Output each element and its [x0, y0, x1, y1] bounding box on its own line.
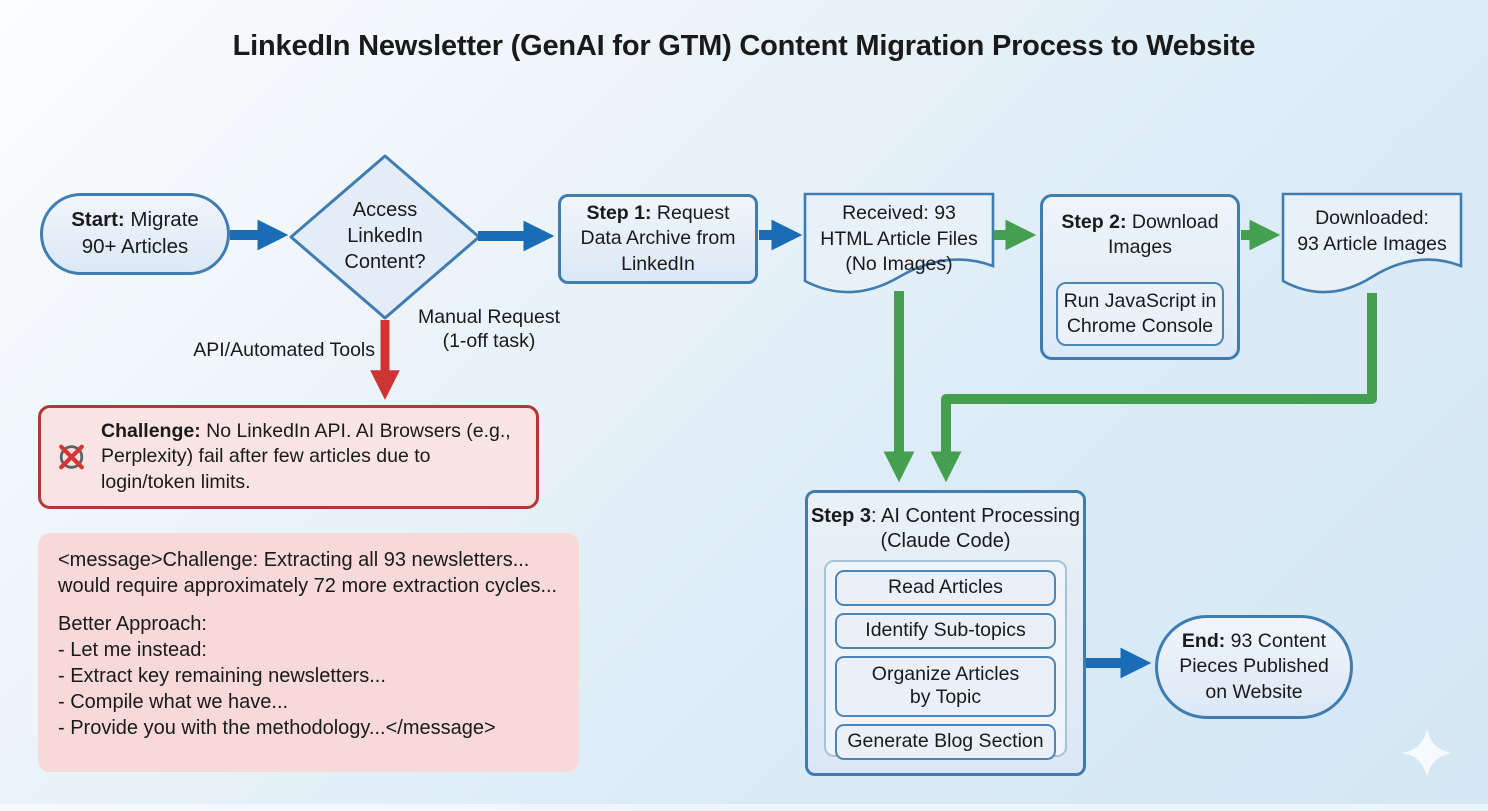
- downloaded-line: Downloaded:: [1315, 207, 1429, 229]
- message-line: - Extract key remaining newsletters...: [58, 665, 386, 687]
- downloaded-document-shape: [1281, 192, 1463, 294]
- edge-label-manual-request: Manual Request (1-off task): [405, 305, 573, 353]
- decision-diamond-shape: [289, 154, 481, 320]
- step2-node: Step 2: Download Images Run JavaScript i…: [1040, 194, 1240, 360]
- message-line: - Provide you with the methodology...</m…: [58, 717, 496, 739]
- message-note: <message>Challenge: Extracting all 93 ne…: [38, 533, 579, 772]
- sparkle-icon: [1402, 728, 1452, 778]
- decision-node-label: Access LinkedIn Content?: [344, 199, 426, 273]
- end-node-label: End: 93 Content Pieces Published on Webs…: [1179, 629, 1329, 703]
- end-node: End: 93 Content Pieces Published on Webs…: [1155, 615, 1353, 719]
- decision-node: Access LinkedIn Content?: [320, 186, 450, 286]
- step3-item-generate-blog-section: Generate Blog Section: [835, 724, 1056, 760]
- start-node-label: Start: Migrate 90+ Articles: [71, 208, 199, 258]
- step3-node-label: Step 3: AI Content Processing (Claude Co…: [810, 505, 1081, 553]
- arrow-downloaded-to-step3: [930, 293, 1377, 483]
- received-document-node: Received: 93 HTML Article Files (No Imag…: [808, 201, 990, 278]
- start-node: Start: Migrate 90+ Articles: [40, 193, 230, 275]
- step3-item-identify-subtopics: Identify Sub-topics: [835, 612, 1056, 649]
- challenge-callout: Challenge: No LinkedIn API. AI Browsers …: [38, 405, 539, 509]
- step3-node: Step 3: AI Content Processing (Claude Co…: [805, 490, 1086, 776]
- downloaded-document-node: Downloaded: 93 Article Images: [1286, 206, 1458, 257]
- received-line: (No Images): [845, 253, 953, 276]
- message-line: - Compile what we have...: [58, 691, 289, 713]
- challenge-text: Challenge: No LinkedIn API. AI Browsers …: [101, 419, 511, 493]
- step1-node: Step 1: Request Data Archive from Linked…: [558, 194, 758, 284]
- message-line: - Let me instead:: [58, 639, 207, 661]
- edge-label-api-automated-tools: API/Automated Tools: [193, 339, 375, 361]
- bottom-highlight-strip: [0, 804, 1488, 811]
- message-paragraph: <message>Challenge: Extracting all 93 ne…: [58, 549, 558, 597]
- received-line: HTML Article Files: [820, 227, 978, 250]
- step2-node-label: Step 2: Download Images: [1061, 211, 1219, 258]
- manual-request-line: (1-off task): [442, 330, 536, 352]
- page-title: LinkedIn Newsletter (GenAI for GTM) Cont…: [232, 30, 1256, 62]
- step2-subprocess-node: Run JavaScript in Chrome Console: [1056, 281, 1224, 346]
- step3-item-read-articles: Read Articles: [835, 570, 1056, 606]
- downloaded-line: 93 Article Images: [1297, 232, 1447, 255]
- received-document-shape: [803, 192, 995, 294]
- received-line: Received: 93: [842, 202, 956, 224]
- step3-item-organize-articles: Organize Articles by Topic: [835, 655, 1056, 718]
- step3-subprocess-container: Read Articles Identify Sub-topics Organi…: [824, 560, 1067, 760]
- step1-node-label: Step 1: Request Data Archive from Linked…: [580, 201, 736, 275]
- message-line: Better Approach:: [58, 613, 207, 635]
- crossed-circle-icon: [59, 444, 84, 470]
- manual-request-line: Manual Request: [417, 306, 560, 328]
